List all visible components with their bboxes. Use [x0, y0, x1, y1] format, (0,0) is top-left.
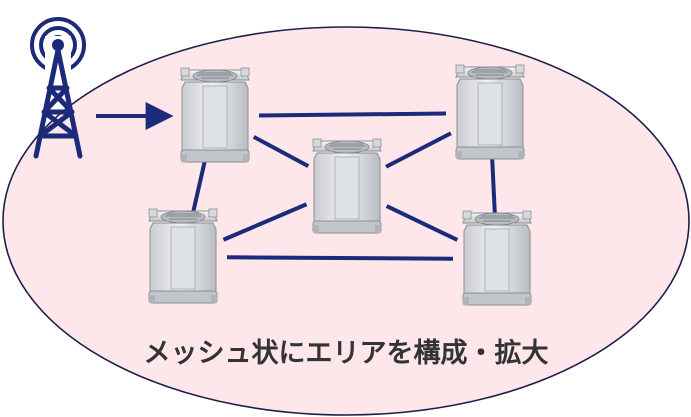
- mesh-link-top-right-to-center: [385, 131, 452, 169]
- radio-tower-icon: [30, 17, 86, 159]
- mesh-link-top-left-to-bottom-left: [190, 158, 208, 215]
- mesh-link-center-to-bottom-left: [222, 202, 308, 242]
- mesh-links: [190, 111, 497, 261]
- diagram-caption: メッシュ状にエリアを構成・拡大: [144, 338, 549, 369]
- mesh-link-top-right-to-bottom-right: [490, 156, 497, 216]
- mesh-node-top-right: [455, 64, 525, 160]
- mesh-node-top-left: [180, 67, 250, 163]
- mesh-link-center-to-bottom-right: [385, 204, 459, 242]
- mesh-link-bottom-left-to-bottom-right: [226, 255, 454, 261]
- mesh-link-top-left-to-center: [252, 135, 310, 168]
- mesh-node-bottom-left: [148, 208, 218, 304]
- mesh-node-bottom-right: [462, 210, 532, 306]
- mesh-link-top-left-to-top-right: [258, 111, 447, 118]
- mesh-node-center: [312, 138, 382, 234]
